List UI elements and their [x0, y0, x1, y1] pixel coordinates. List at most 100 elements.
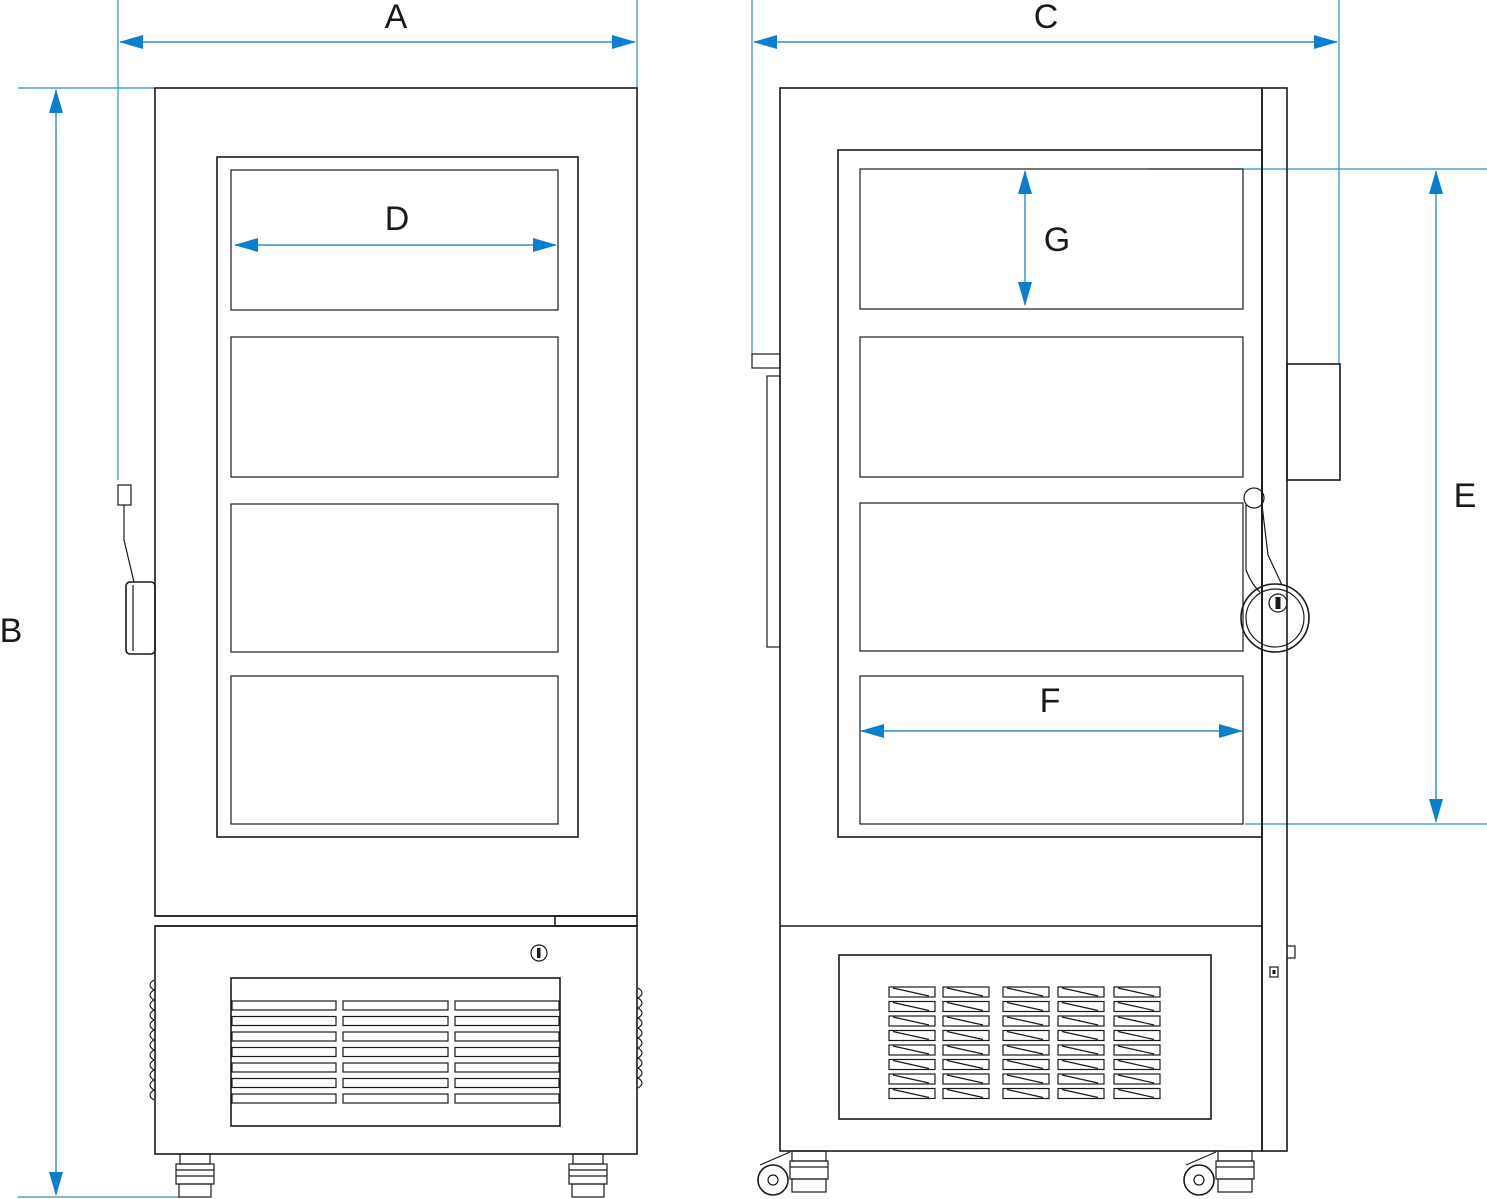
vent-louver — [1113, 1015, 1161, 1027]
vent-louver — [888, 1015, 936, 1027]
vent-louver — [888, 1073, 936, 1085]
label-e: E — [1454, 477, 1477, 515]
vent-louver — [942, 986, 990, 998]
grille-slat — [454, 1046, 560, 1058]
vent-louver — [942, 1000, 990, 1013]
label-d: D — [385, 200, 410, 238]
dimension-d: D — [234, 200, 557, 252]
front-grille — [230, 977, 561, 1127]
vent-louver — [888, 1000, 936, 1013]
shelf-1 — [230, 169, 559, 311]
dimension-b: B — [0, 87, 180, 1198]
vent-louver — [1057, 1073, 1105, 1085]
keyhole-icon — [530, 944, 548, 962]
vent-louver — [942, 1073, 990, 1085]
grille-slat — [342, 1062, 449, 1073]
side-door-edge — [1261, 87, 1288, 1152]
grille-slat — [342, 1015, 449, 1027]
vent-louver — [1002, 1029, 1050, 1042]
vent-louver — [942, 1087, 990, 1100]
dimension-g: G — [1018, 170, 1070, 306]
front-grille-slats — [231, 1000, 560, 1104]
vent-louver — [1057, 986, 1105, 998]
vent-louver — [1002, 1015, 1050, 1027]
vent-louver — [1002, 1087, 1050, 1100]
dimension-a: A — [117, 0, 638, 480]
grille-slat — [231, 1000, 337, 1011]
vent-louver — [1002, 1073, 1050, 1085]
grille-slat — [231, 1015, 337, 1027]
vent-louver — [1113, 1029, 1161, 1042]
side-control-box — [1286, 363, 1341, 481]
vent-louver — [942, 1029, 990, 1042]
vent-louver — [1057, 1087, 1105, 1100]
vent-louver — [1057, 1029, 1105, 1042]
front-base-cabinet — [154, 925, 638, 1155]
vent-louver — [888, 986, 936, 998]
vent-louver — [1002, 986, 1050, 998]
grille-slat — [231, 1046, 337, 1058]
label-c: C — [1034, 0, 1059, 36]
grille-slat — [454, 1062, 560, 1073]
grille-slat — [342, 1046, 449, 1058]
grille-slat — [342, 1031, 449, 1042]
grille-slat — [231, 1077, 337, 1089]
dimension-f: F — [860, 682, 1243, 738]
vent-louver — [1002, 1044, 1050, 1056]
side-fins-right — [636, 987, 643, 1089]
grille-slat — [231, 1093, 337, 1104]
vent-louver — [942, 1058, 990, 1071]
vent-louver — [888, 1029, 936, 1042]
vent-louver — [1113, 1073, 1161, 1085]
side-view: C E G F — [751, 0, 1487, 1196]
label-b: B — [0, 612, 22, 650]
grille-slat — [454, 1000, 560, 1011]
side-inner-frame — [837, 149, 1263, 838]
vent-louver — [1113, 986, 1161, 998]
drawer-4 — [859, 675, 1244, 825]
grille-slat — [454, 1077, 560, 1089]
side-vent-panel — [838, 954, 1212, 1120]
drawer-3 — [859, 502, 1244, 652]
front-foot-left — [175, 1153, 215, 1198]
vent-louver — [1002, 1058, 1050, 1071]
vent-louver — [888, 1058, 936, 1071]
vent-louver — [1113, 1000, 1161, 1013]
grille-slat — [231, 1031, 337, 1042]
vent-louver — [1002, 1000, 1050, 1013]
grille-slat — [454, 1093, 560, 1104]
shelf-3 — [230, 503, 559, 653]
side-drawers — [859, 168, 1244, 825]
grille-slat — [231, 1062, 337, 1073]
label-f: F — [1040, 682, 1061, 720]
front-shelves — [230, 169, 559, 825]
vent-louver — [888, 1044, 936, 1056]
power-switch-icon — [1269, 945, 1296, 978]
vent-louver — [1057, 1015, 1105, 1027]
shelf-2 — [230, 336, 559, 478]
label-g: G — [1044, 221, 1070, 259]
front-inner-frame — [216, 156, 579, 838]
label-a: A — [385, 0, 408, 36]
vent-louver — [942, 1015, 990, 1027]
vent-louver — [1057, 1000, 1105, 1013]
vent-louver — [1113, 1087, 1161, 1100]
vent-louver — [1113, 1044, 1161, 1056]
door-handle-icon — [117, 484, 156, 655]
dimension-c: C — [751, 0, 1340, 365]
dimension-e: E — [1148, 168, 1487, 825]
drawer-2 — [859, 336, 1244, 478]
front-foot-right — [568, 1153, 608, 1198]
vent-louver — [1057, 1044, 1105, 1056]
vent-louver — [942, 1044, 990, 1056]
grille-slat — [342, 1000, 449, 1011]
grille-slat — [454, 1015, 560, 1027]
vent-louver — [888, 1087, 936, 1100]
grille-slat — [342, 1093, 449, 1104]
side-fins-left — [149, 979, 156, 1101]
vent-louver — [1113, 1058, 1161, 1071]
caster-left — [757, 1150, 829, 1196]
drawer-1 — [859, 168, 1244, 310]
lever-handle-icon — [1240, 487, 1310, 653]
